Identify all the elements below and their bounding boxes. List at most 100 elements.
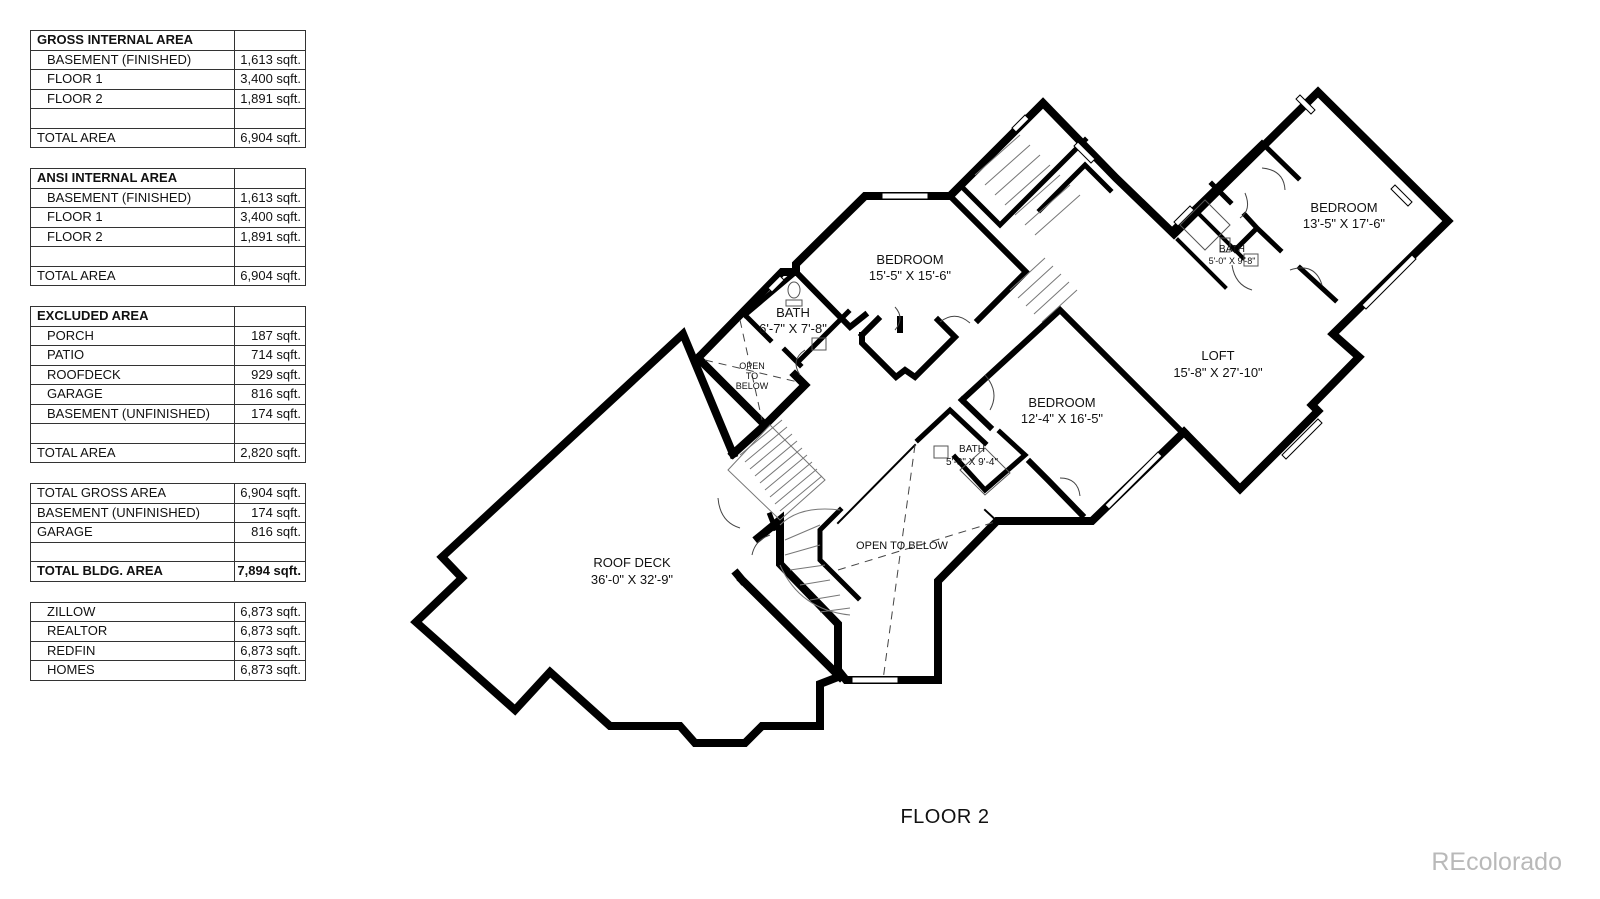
door-swing bbox=[894, 306, 901, 331]
window bbox=[1390, 184, 1413, 207]
table-row-label: TOTAL BLDG. AREA bbox=[30, 561, 235, 582]
roof-deck-walls bbox=[410, 327, 844, 747]
railing-open-below-2 bbox=[983, 508, 1000, 524]
interior-wall-bath-small bbox=[914, 406, 1029, 494]
interior-wall-bedroom-mid bbox=[957, 305, 1187, 520]
gross-internal-area-table: GROSS INTERNAL AREA BASEMENT (FINISHED)1… bbox=[30, 30, 306, 148]
tub-icon bbox=[1179, 199, 1231, 251]
interior-wall-closet bbox=[857, 314, 960, 381]
stairs bbox=[727, 134, 1081, 616]
window bbox=[767, 275, 785, 293]
door-swing bbox=[1059, 477, 1081, 497]
room-name-bedroom-right: BEDROOM bbox=[1310, 200, 1377, 215]
open-below-large-label: OPEN TO BELOW bbox=[856, 540, 949, 552]
door-swing bbox=[751, 534, 771, 556]
railing-open-below bbox=[836, 443, 917, 525]
table-row-value: 714 sqft. bbox=[234, 345, 306, 366]
table-row-value: 6,904 sqft. bbox=[234, 127, 306, 148]
window bbox=[1361, 254, 1417, 310]
stair-treads-mid bbox=[1009, 257, 1078, 323]
sink-icon bbox=[1243, 253, 1259, 267]
table-row-value: 3,400 sqft. bbox=[234, 69, 306, 90]
fixtures bbox=[785, 199, 1259, 496]
window bbox=[881, 192, 929, 200]
door-swing bbox=[795, 349, 806, 376]
table-row-value: 2,820 sqft. bbox=[234, 442, 306, 463]
table-row-value: 6,904 sqft. bbox=[234, 483, 306, 504]
window bbox=[1104, 451, 1163, 510]
room-dims-loft: 15'-8" X 27'-10" bbox=[1173, 365, 1263, 380]
open-below-small-line1: OPEN bbox=[739, 361, 765, 371]
interior-wall-bedroom-center bbox=[791, 191, 1031, 332]
window bbox=[851, 676, 899, 684]
area-tables: GROSS INTERNAL AREA BASEMENT (FINISHED)1… bbox=[30, 30, 306, 701]
room-name-loft: LOFT bbox=[1201, 348, 1234, 363]
ansi-internal-area-table: ANSI INTERNAL AREA BASEMENT (FINISHED)1,… bbox=[30, 168, 306, 286]
interior-wall-bedroom-right bbox=[1166, 139, 1339, 304]
table-row-value: 6,873 sqft. bbox=[234, 621, 306, 642]
door-swing bbox=[1289, 267, 1323, 286]
window bbox=[1011, 114, 1030, 133]
table-row-label: HOMES bbox=[30, 660, 235, 681]
room-name-bath-right: BATH bbox=[1219, 244, 1245, 255]
room-name-bedroom-mid: BEDROOM bbox=[1028, 395, 1095, 410]
interior-wall-bath-center bbox=[741, 268, 852, 369]
windows bbox=[767, 94, 1417, 684]
open-to-below-markings bbox=[704, 319, 996, 681]
exterior-wall-south bbox=[752, 426, 1190, 684]
sink-icon bbox=[933, 445, 949, 459]
room-dims-bath-center: 6'-7" X 7'-8" bbox=[759, 321, 827, 336]
tub-icon bbox=[959, 447, 1011, 496]
window bbox=[1281, 418, 1323, 460]
table-row-value: 1,891 sqft. bbox=[234, 88, 306, 109]
door-swing bbox=[717, 497, 741, 529]
room-name-bath-small: BATH bbox=[959, 444, 985, 455]
table-row-label: TOTAL AREA bbox=[30, 127, 235, 148]
stair-treads-curved bbox=[784, 524, 851, 613]
exterior-wall-southwest bbox=[692, 352, 811, 431]
interior-wall-bath-right bbox=[1175, 207, 1246, 290]
table-row-label: PORCH bbox=[30, 325, 235, 346]
table-row-value: 7,894 sqft. bbox=[234, 561, 306, 582]
room-dims-bath-small: 5'-8" X 9'-4" bbox=[946, 457, 999, 468]
floor-label: FLOOR 2 bbox=[900, 806, 990, 828]
window bbox=[1295, 94, 1316, 115]
open-to-below-diagonal bbox=[739, 319, 763, 421]
room-dims-bath-right: 5'-0" X 9'-8" bbox=[1209, 256, 1256, 266]
open-to-below-diagonal bbox=[882, 444, 916, 681]
room-name-roof-deck: ROOF DECK bbox=[593, 555, 671, 570]
watermark: REcolorado bbox=[1431, 848, 1562, 876]
door-swing bbox=[984, 374, 995, 411]
sink-icon bbox=[811, 337, 827, 351]
room-dims-roof-deck: 36'-0" X 32'-9" bbox=[591, 572, 674, 587]
stair-outline-lower bbox=[727, 424, 826, 521]
room-labels: ROOF DECK 36'-0" X 32'-9" BEDROOM 15'-5"… bbox=[591, 200, 1386, 587]
exterior-wall-west bbox=[692, 86, 1454, 495]
room-dims-bedroom-right: 13'-5" X 17'-6" bbox=[1303, 216, 1386, 231]
stair-treads-lower bbox=[739, 419, 823, 512]
stair-treads-top bbox=[974, 134, 1081, 236]
open-below-small-line3: BELOW bbox=[736, 381, 769, 391]
door-swing bbox=[1261, 167, 1286, 191]
table-row-value: 6,873 sqft. bbox=[234, 660, 306, 681]
door-swing bbox=[1231, 264, 1253, 291]
window bbox=[1173, 205, 1195, 227]
table-row-label: TOTAL GROSS AREA bbox=[30, 483, 235, 504]
open-below-small-line2: TO bbox=[746, 371, 758, 381]
window bbox=[1073, 141, 1096, 164]
stair-outline-curved bbox=[779, 508, 851, 616]
room-dims-bedroom-mid: 12'-4" X 16'-5" bbox=[1021, 411, 1104, 426]
toilet-icon bbox=[785, 281, 803, 307]
open-to-below-diagonal bbox=[704, 359, 799, 383]
room-dims-bedroom-center: 15'-5" X 15'-6" bbox=[869, 268, 952, 283]
table-row-value: 6,904 sqft. bbox=[234, 265, 306, 286]
table-row-value: 3,400 sqft. bbox=[234, 207, 306, 228]
room-name-bath-center: BATH bbox=[776, 305, 810, 320]
interior-wall-stair-top bbox=[956, 136, 1114, 229]
table-row-label: TOTAL AREA bbox=[30, 265, 235, 286]
door-swings bbox=[717, 167, 1323, 556]
